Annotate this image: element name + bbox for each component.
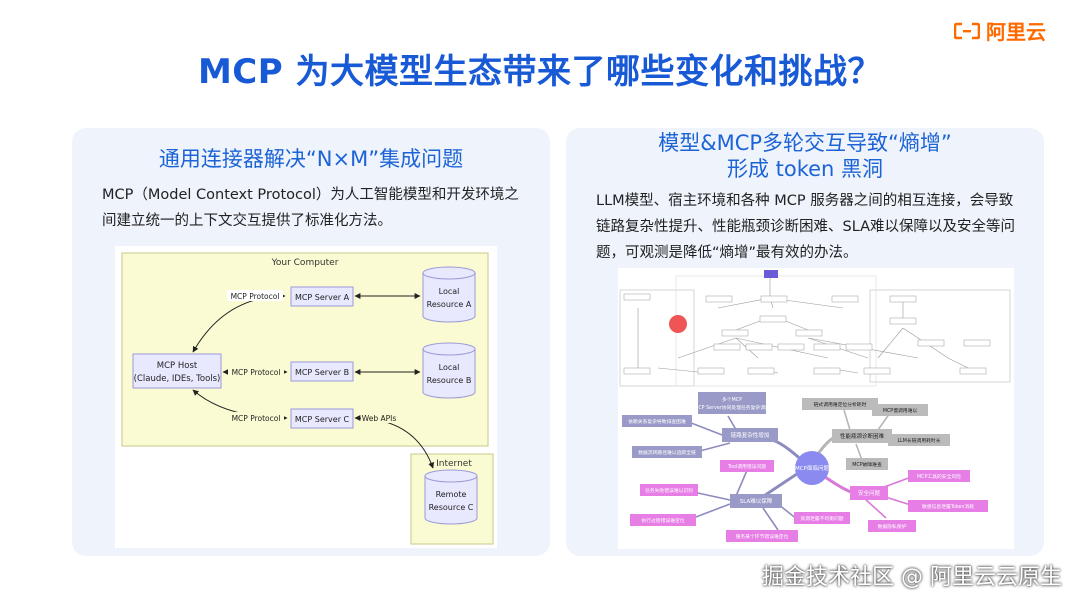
error-node-marker [669, 315, 687, 333]
mcp-architecture-diagram: Your Computer Internet MCP Host (Claude,… [115, 246, 497, 548]
svg-text:数据隐私保护: 数据隐私保护 [878, 523, 907, 530]
watermark: 掘金技术社区 @ 阿里云云原生 [762, 565, 1062, 590]
svg-text:Resource C: Resource C [429, 503, 474, 512]
local-resource-b-node: Local Resource B [422, 342, 476, 399]
left-panel: 通用连接器解决“N×M”集成问题 MCP（Model Context Proto… [72, 128, 550, 556]
svg-text:MCP工具的安全风险: MCP工具的安全风险 [917, 473, 961, 480]
svg-text:SLA难以保障: SLA难以保障 [740, 497, 773, 505]
svg-text:服务某个环节错误难定位: 服务某个环节错误难定位 [736, 533, 789, 540]
svg-text:Local: Local [439, 363, 460, 372]
branch-perf-node [832, 429, 892, 443]
svg-text:LLM长链调用耗时长: LLM长链调用耗时长 [897, 437, 940, 444]
svg-text:敏感信息泄露Token消耗: 敏感信息泄露Token消耗 [922, 503, 974, 510]
svg-text:Resource A: Resource A [427, 300, 472, 309]
aliyun-logo-icon [954, 22, 980, 39]
trace-and-mindmap-diagram: MCP面临问题 链路复杂性增加 性能瓶颈诊断困难 SLA难以保障 安全问题 多个… [618, 268, 1014, 549]
remote-resource-c-node: Remote Resource C [424, 469, 478, 525]
local-resource-a-node: Local Resource A [422, 266, 476, 323]
svg-text:链路复杂性增加: 链路复杂性增加 [731, 431, 770, 439]
svg-text:执行过程错误难定位: 执行过程错误难定位 [641, 517, 684, 524]
server-c-node [290, 408, 354, 429]
host-label-2: (Claude, IDEs, Tools) [134, 374, 221, 384]
architecture-svg: Your Computer Internet MCP Host (Claude,… [121, 252, 494, 545]
svg-text:安全问题: 安全问题 [858, 489, 881, 497]
branch-security-node [850, 486, 888, 500]
svg-text:依赖关系复杂导致排查困难: 依赖关系复杂导致排查困难 [628, 418, 686, 425]
mindmap-center-label: MCP面临问题 [795, 464, 829, 472]
internet-label: Internet [436, 459, 472, 469]
right-panel-description: LLM模型、宿主环境和各种 MCP 服务器之间的相互连接，会导致链路复杂性提升、… [596, 193, 1016, 261]
server-a-node [290, 286, 354, 307]
right-heading-line-2: 形成 token 黑洞 [726, 157, 884, 181]
svg-text:MCP故障难查: MCP故障难查 [852, 461, 882, 468]
branch-chain-node [722, 428, 778, 442]
svg-text:链式调用难定位分析耗时: 链式调用难定位分析耗时 [814, 401, 867, 408]
your-computer-label: Your Computer [271, 258, 339, 268]
host-label-1: MCP Host [157, 361, 198, 371]
svg-text:数据流转路径难以追踪全链: 数据流转路径难以追踪全链 [638, 449, 696, 456]
left-panel-description: MCP（Model Context Protocol）为人工智能模型和开发环境之… [102, 187, 519, 229]
svg-text:资源泄露不均衡问题: 资源泄露不均衡问题 [800, 515, 843, 522]
trace-mindmap-svg: MCP面临问题 链路复杂性增加 性能瓶颈诊断困难 SLA难以保障 安全问题 多个… [619, 270, 1011, 542]
svg-text:MCP慢调用难以: MCP慢调用难以 [883, 407, 918, 414]
right-panel: 模型&MCP多轮交互导致“熵增” 形成 token 黑洞 LLM模型、宿主环境和… [566, 128, 1044, 556]
right-panel-heading: 模型&MCP多轮交互导致“熵增” 形成 token 黑洞 [566, 130, 1044, 182]
edge-label-b: MCP Protocol [232, 368, 281, 377]
svg-text:Local: Local [439, 287, 460, 296]
svg-text:Tool调用错误问题: Tool调用错误问题 [727, 463, 766, 470]
mcp-host-node [132, 353, 222, 389]
right-heading-line-1: 模型&MCP多轮交互导致“熵增” [658, 131, 952, 155]
svg-text:Resource B: Resource B [427, 376, 472, 385]
edge-label-a: MCP Protocol [231, 292, 280, 301]
svg-text:Remote: Remote [436, 490, 467, 499]
svg-text:性能瓶颈诊断困难: 性能瓶颈诊断困难 [840, 432, 885, 440]
left-panel-heading: 通用连接器解决“N×M”集成问题 [158, 147, 464, 171]
svg-text:任务失败错误难以识别: 任务失败错误难以识别 [645, 487, 693, 494]
edge-label-c: MCP Protocol [232, 414, 281, 423]
server-b-node [290, 361, 354, 382]
page-title: MCP 为大模型生态带来了哪些变化和挑战？ [197, 52, 883, 92]
server-a-label: MCP Server A [295, 293, 350, 302]
brand-name: 阿里云 [986, 20, 1046, 44]
branch-sla-node [730, 494, 782, 508]
brand-logo: 阿里云 [954, 16, 1046, 45]
server-b-label: MCP Server B [295, 368, 349, 377]
server-c-label: MCP Server C [295, 415, 350, 424]
web-apis-label: Web APIs [362, 414, 397, 423]
svg-text:多个MCP Server协同处理任务复杂调用链路: 多个MCP Server协同处理任务复杂调用链路 [685, 404, 780, 411]
mindmap: MCP面临问题 链路复杂性增加 性能瓶颈诊断困难 SLA难以保障 安全问题 多个… [622, 392, 988, 542]
svg-text:多个MCP: 多个MCP [722, 396, 742, 403]
mindmap-center-node [795, 451, 829, 485]
